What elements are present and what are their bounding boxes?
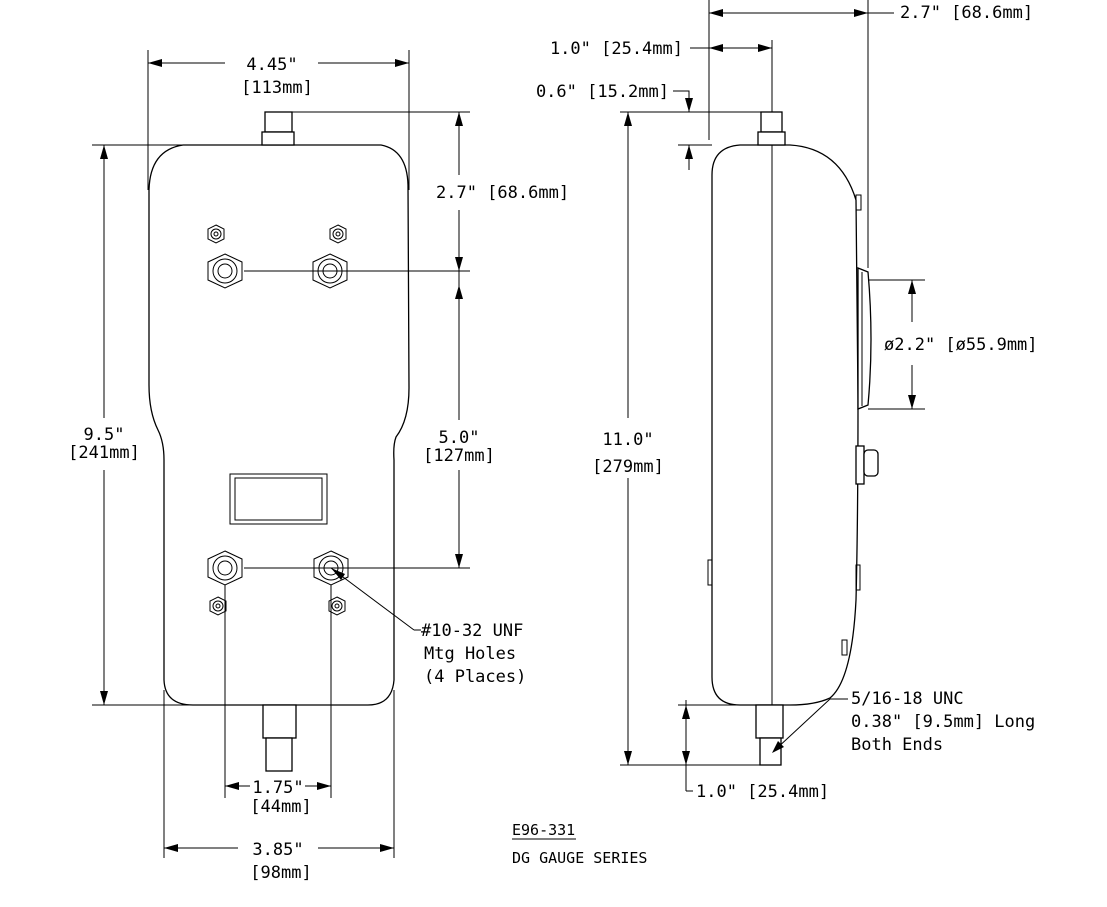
hole-note-line-1: #10-32 UNF: [421, 621, 523, 641]
side-dim-top-offset: 2.7" [68.6mm]: [900, 3, 1033, 23]
screw-bottom-left: [209, 596, 227, 616]
mtg-hole-top-left: [207, 253, 243, 289]
screw-top-left: [207, 224, 225, 244]
side-dim-dial-dia: ø2.2" [ø55.9mm]: [884, 335, 1038, 355]
front-top-shaft-base: [261, 131, 295, 146]
side-bottom-shaft: [759, 737, 782, 766]
thread-note-line-3: Both Ends: [851, 735, 943, 755]
side-bump-top: [855, 194, 862, 211]
front-bottom-shaft: [265, 737, 293, 772]
dim-width-bottom-mm: [98mm]: [250, 863, 311, 883]
front-body-outline: [148, 144, 410, 706]
dim-width-top: 4.45": [246, 55, 297, 75]
front-view: 4.45" [113mm] 9.5" [241mm] 2.7" [68.6mm]…: [68, 50, 569, 883]
screw-bottom-right: [328, 596, 346, 616]
dim-height: 9.5": [84, 425, 125, 445]
side-dim-height: 11.0": [602, 430, 653, 450]
connector-base: [855, 445, 865, 485]
side-dim-height-mm: [279mm]: [592, 457, 664, 477]
dim-hole-spacing-v: 5.0": [439, 428, 480, 448]
dial: [857, 267, 872, 410]
thread-note-line-1: 5/16-18 UNC: [851, 689, 964, 709]
side-top-shaft-base: [757, 131, 786, 146]
dim-width-top-mm: [113mm]: [241, 78, 313, 98]
mtg-hole-bottom-left: [207, 550, 243, 586]
side-top-shaft: [760, 111, 783, 133]
screw-top-right: [329, 224, 347, 244]
side-bump-bottom: [855, 564, 861, 591]
connector: [863, 449, 879, 477]
display-window-inner: [234, 477, 323, 521]
front-bottom-shaft-base: [262, 704, 297, 739]
side-body-outline: [711, 144, 859, 706]
series-name: DG GAUGE SERIES: [512, 849, 647, 867]
side-bottom-shaft-base: [755, 704, 784, 739]
hole-note-line-2: Mtg Holes: [424, 644, 516, 664]
drawing-number: E96-331: [512, 821, 575, 839]
dim-hole-spacing-v-mm: [127mm]: [423, 446, 495, 466]
side-view: 2.7" [68.6mm] 1.0" [25.4mm] 0.6" [15.2mm…: [536, 0, 1038, 802]
side-bump-left: [707, 559, 713, 586]
front-top-shaft: [264, 111, 293, 133]
thread-note-line-2: 0.38" [9.5mm] Long: [851, 712, 1035, 732]
hole-note-line-3: (4 Places): [424, 667, 526, 687]
side-bump-lower: [841, 639, 848, 656]
side-dim-shaft-offset: 1.0" [25.4mm]: [550, 39, 683, 59]
side-dim-shaft-length-bottom: 1.0" [25.4mm]: [696, 782, 829, 802]
side-dim-shaft-length-top: 0.6" [15.2mm]: [536, 82, 669, 102]
title-block: E96-331 DG GAUGE SERIES: [512, 821, 647, 867]
dim-hole-spacing-h: 1.75": [252, 778, 303, 798]
dim-top-offset: 2.7" [68.6mm]: [436, 183, 569, 203]
dim-width-bottom: 3.85": [252, 840, 303, 860]
dim-hole-spacing-h-mm: [44mm]: [250, 797, 311, 817]
dim-height-mm: [241mm]: [68, 443, 140, 463]
display-window-outer: [229, 473, 328, 525]
